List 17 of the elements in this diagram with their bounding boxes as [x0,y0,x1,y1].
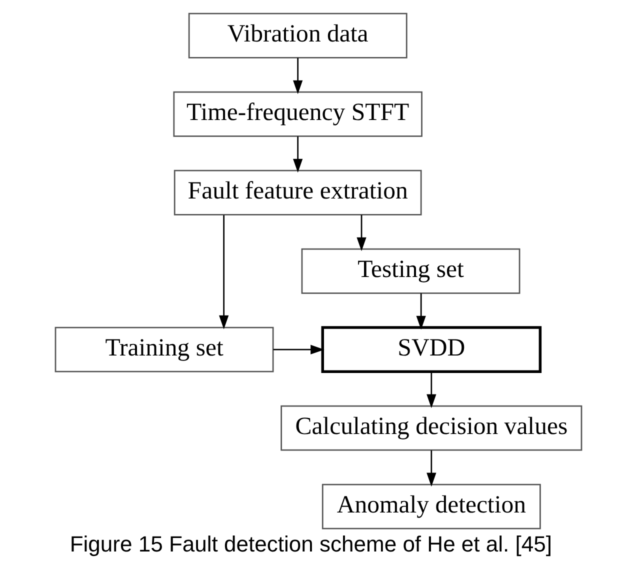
caption: Figure 15 Fault detection scheme of He et al. [45] [69,532,552,557]
node-box: Training set [54,326,274,372]
arrow [292,136,302,173]
node-box: Calculating decision values [280,405,582,451]
node-box: Fault feature extration [173,170,422,216]
arrow [426,372,436,408]
arrow [416,293,426,330]
node-box: Vibration data [188,12,407,58]
node-box: Anomaly detection [321,484,540,530]
arrow [272,344,324,354]
arrow [292,58,302,94]
node-box: SVDD [320,326,542,373]
arrow [218,215,228,330]
node-box: Time-frequency STFT [172,91,422,137]
arrow [426,450,436,487]
arrow [356,214,366,252]
node-box: Testing set [300,248,520,294]
